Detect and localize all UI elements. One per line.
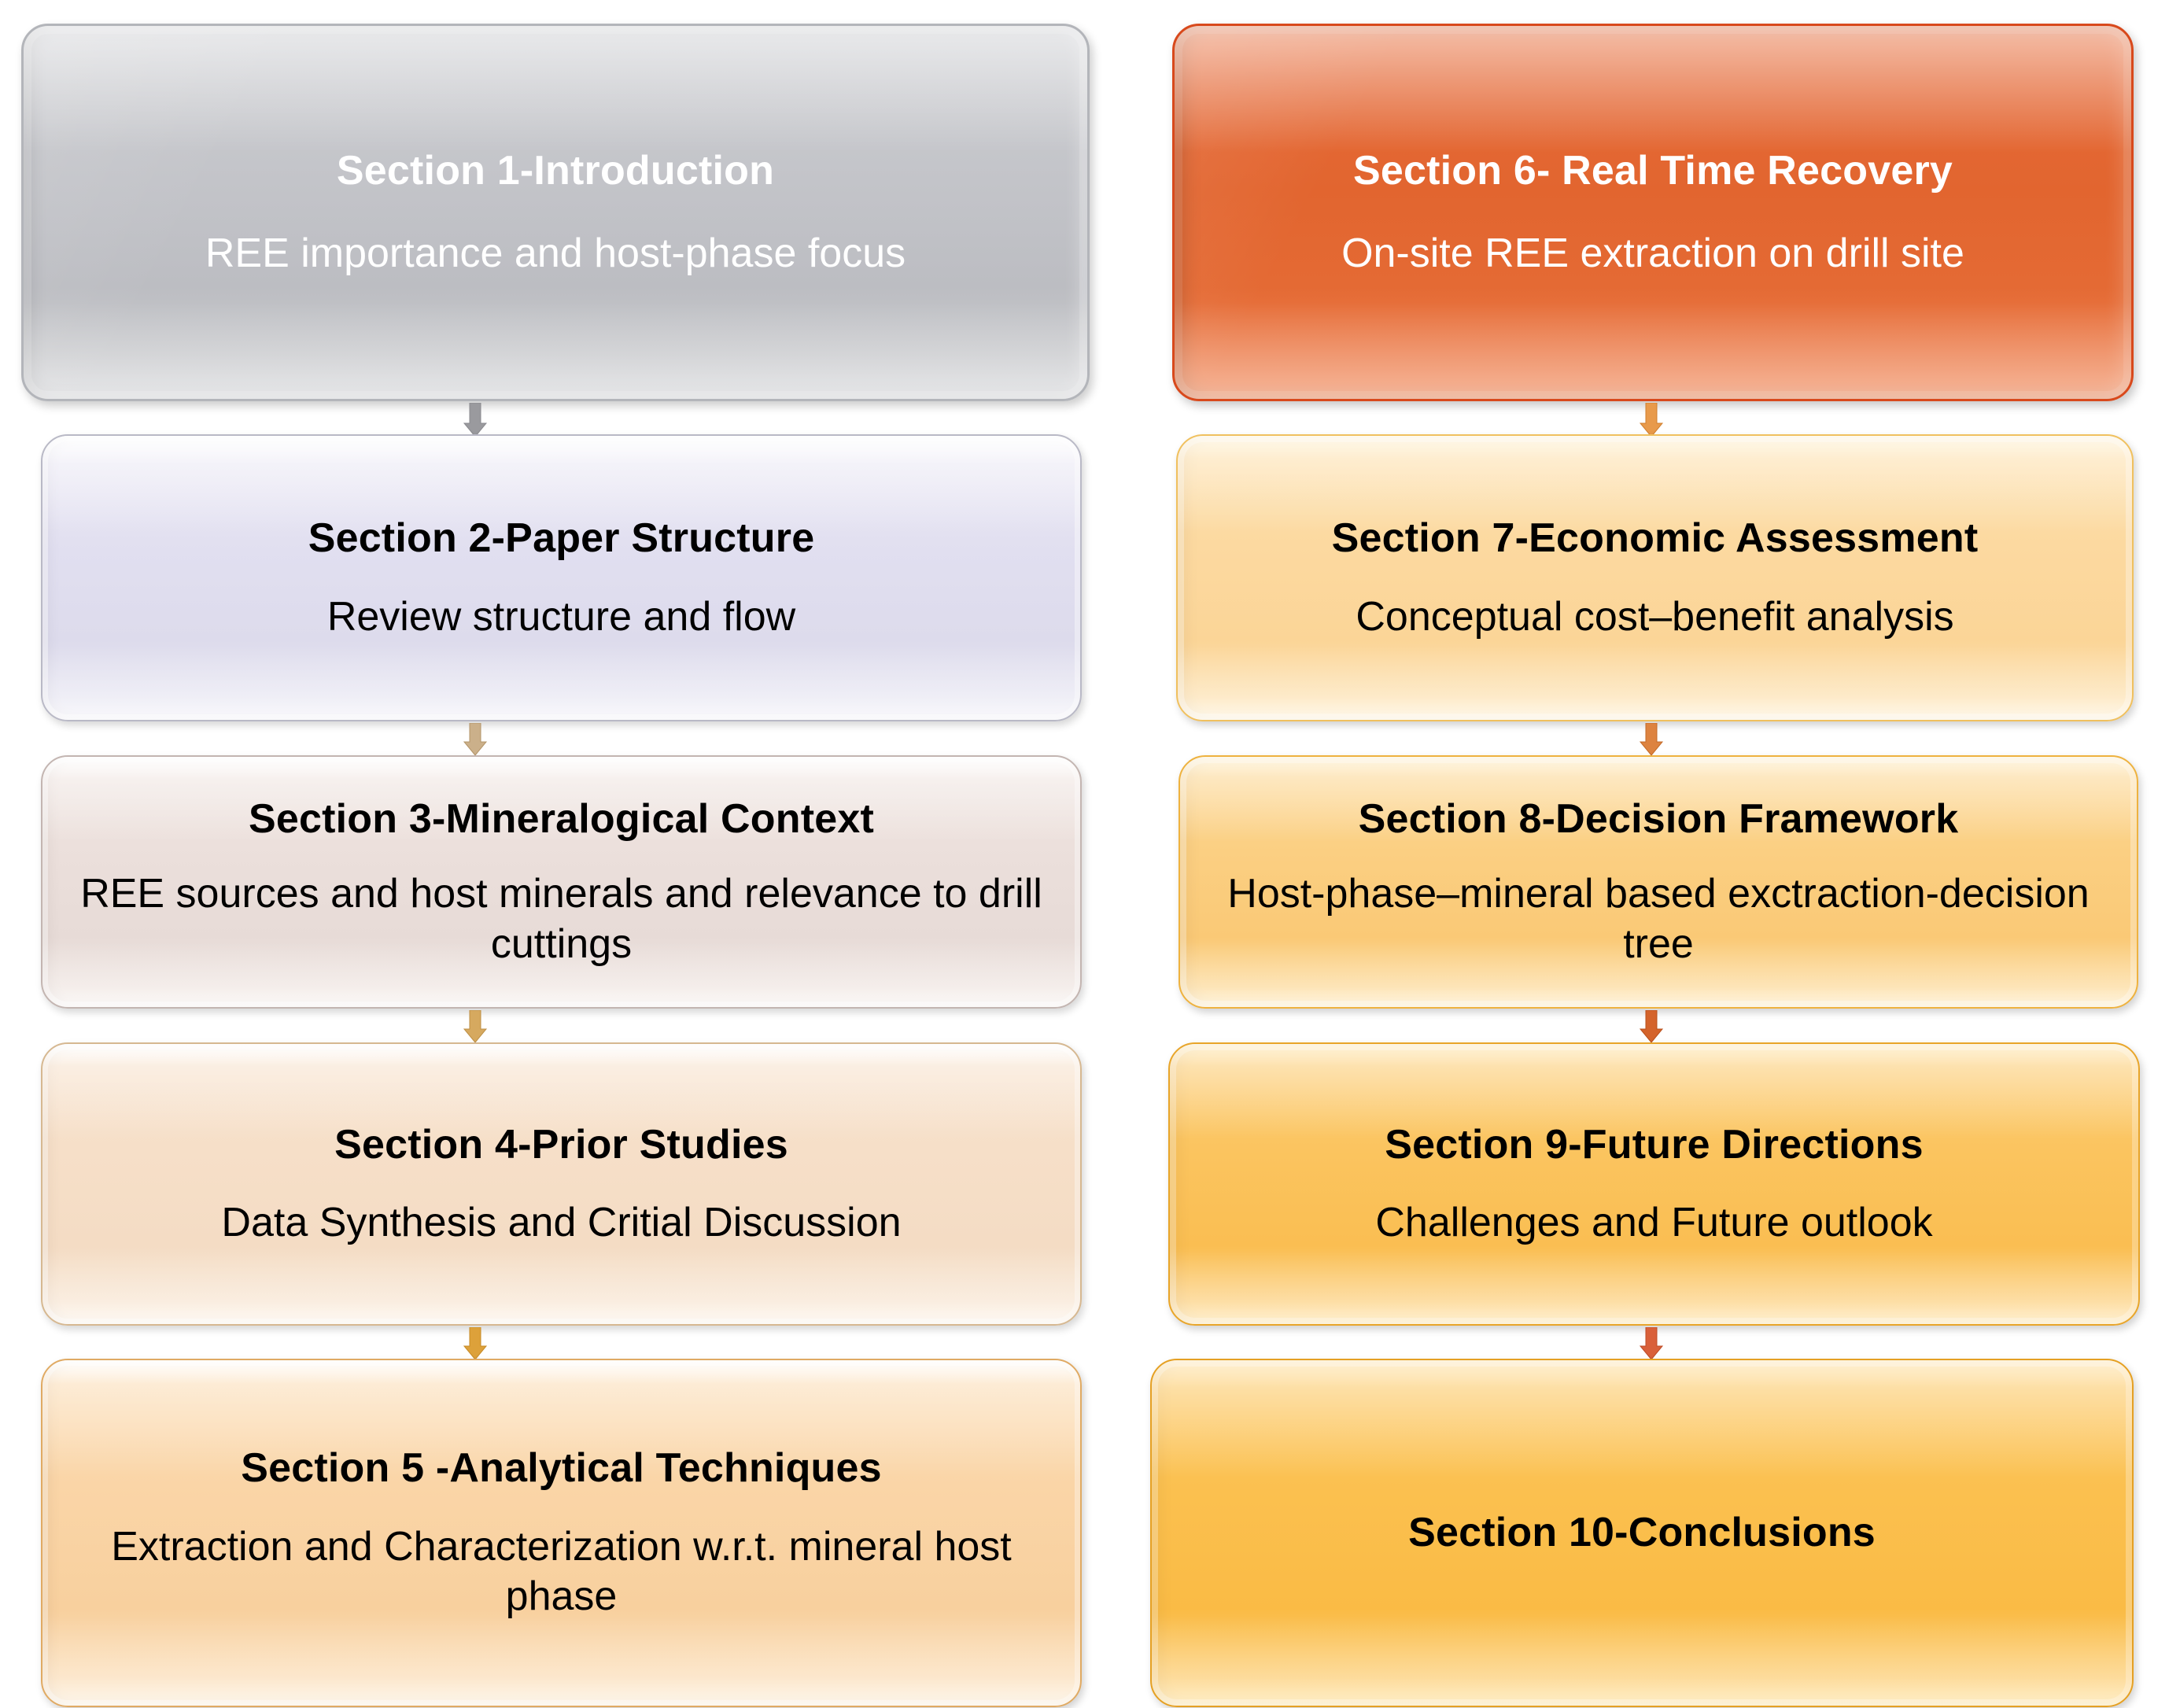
node-subtitle-section-1: REE importance and host-phase focus — [205, 231, 906, 276]
bevel-highlight-top — [1152, 1360, 2132, 1478]
bevel-highlight-top — [1175, 26, 2131, 153]
node-title-section-3: Section 3-Mineralogical Context — [248, 795, 874, 842]
node-subtitle-section-5: Extraction and Characterization w.r.t. m… — [111, 1523, 1012, 1620]
bevel-highlight-bottom — [42, 646, 1080, 720]
flow-node-section-3[interactable]: Section 3-Mineralogical Context REE sour… — [41, 755, 1082, 1009]
node-subtitle-section-4: Data Synthesis and Critial Discussion — [221, 1200, 902, 1245]
bevel-highlight-bottom — [1175, 301, 2131, 399]
node-title-section-9: Section 9-Future Directions — [1385, 1121, 1924, 1168]
flow-node-section-2[interactable]: Section 2-Paper Structure Review structu… — [41, 434, 1082, 721]
bevel-highlight-bottom — [24, 301, 1087, 399]
bevel-highlight-bottom — [1152, 1615, 2132, 1706]
flow-node-section-4[interactable]: Section 4-Prior Studies Data Synthesis a… — [41, 1042, 1082, 1326]
arrow-4-to-5 — [460, 1327, 490, 1360]
node-subtitle-section-8: Host-phase–mineral based exctraction-dec… — [1227, 871, 2090, 967]
bevel-highlight-bottom — [42, 1251, 1080, 1324]
node-title-section-8: Section 8-Decision Framework — [1358, 795, 1959, 842]
arrow-8-to-9 — [1636, 1010, 1666, 1043]
arrow-7-to-8 — [1636, 723, 1666, 756]
arrow-1-to-2 — [460, 403, 490, 437]
node-title-section-6: Section 6- Real Time Recovery — [1352, 147, 1953, 194]
flow-node-section-1[interactable]: Section 1-Introduction REE importance an… — [21, 24, 1090, 401]
arrow-6-to-7 — [1636, 403, 1666, 437]
flow-node-section-7[interactable]: Section 7-Economic Assessment Conceptual… — [1176, 434, 2134, 721]
bevel-highlight-bottom — [42, 1615, 1080, 1706]
node-title-section-7: Section 7-Economic Assessment — [1331, 515, 1979, 562]
flow-node-section-9[interactable]: Section 9-Future Directions Challenges a… — [1168, 1042, 2140, 1326]
node-title-section-4: Section 4-Prior Studies — [334, 1121, 788, 1168]
bevel-highlight-top — [24, 26, 1087, 153]
flow-node-section-10[interactable]: Section 10-Conclusions — [1150, 1359, 2134, 1707]
node-subtitle-section-7: Conceptual cost–benefit analysis — [1356, 593, 1954, 640]
arrow-9-to-10 — [1636, 1327, 1666, 1360]
node-subtitle-section-2: Review structure and flow — [326, 593, 796, 640]
flow-node-section-8[interactable]: Section 8-Decision Framework Host-phase–… — [1179, 755, 2138, 1009]
flow-node-section-5[interactable]: Section 5 -Analytical Techniques Extract… — [41, 1359, 1082, 1707]
node-subtitle-section-6: On-site REE extraction on drill site — [1341, 231, 1964, 276]
node-subtitle-section-9: Challenges and Future outlook — [1375, 1200, 1933, 1245]
node-title-section-10: Section 10-Conclusions — [1408, 1509, 1876, 1555]
bevel-highlight-bottom — [1170, 1251, 2138, 1324]
node-subtitle-section-3: REE sources and host minerals and releva… — [80, 871, 1042, 967]
flow-node-section-6[interactable]: Section 6- Real Time Recovery On-site RE… — [1172, 24, 2134, 401]
arrow-3-to-4 — [460, 1010, 490, 1043]
node-title-section-2: Section 2-Paper Structure — [308, 515, 815, 562]
bevel-highlight-bottom — [1178, 646, 2132, 720]
node-title-section-5: Section 5 -Analytical Techniques — [241, 1445, 882, 1492]
arrow-2-to-3 — [460, 723, 490, 756]
node-title-section-1: Section 1-Introduction — [336, 147, 775, 194]
